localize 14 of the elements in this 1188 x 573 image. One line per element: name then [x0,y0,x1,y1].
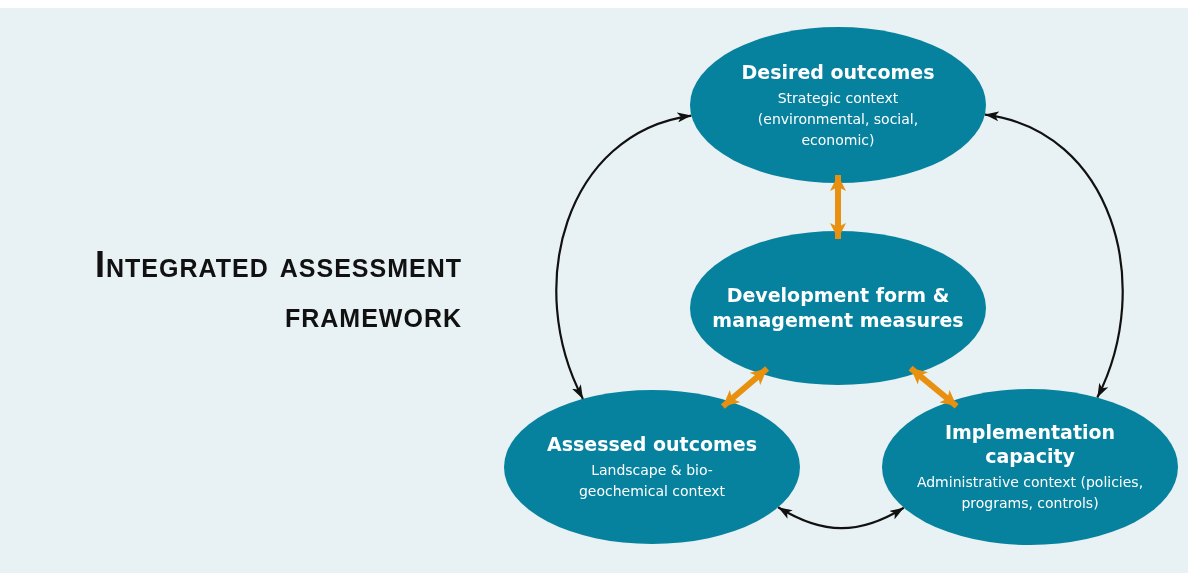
double-arrow [720,366,770,409]
node-heading: Assessed outcomes [547,432,757,456]
diagram-title: Integrated assessment framework [94,243,462,337]
node-description: Administrative context (policies, programs, controls) [915,473,1145,513]
double-arrow [984,112,1124,398]
node-heading: Development form & management measures [711,283,965,333]
node-description: Strategic context (environmental, social, economic) [756,88,920,150]
node-heading: Desired outcomes [741,59,935,84]
node-description: Landscape & bio-geochemical context [577,461,727,501]
double-arrow [908,365,959,409]
double-arrow [777,506,905,530]
node-heading: Implementation capacity [943,420,1117,468]
double-arrow [555,113,692,400]
double-arrow [830,175,846,239]
